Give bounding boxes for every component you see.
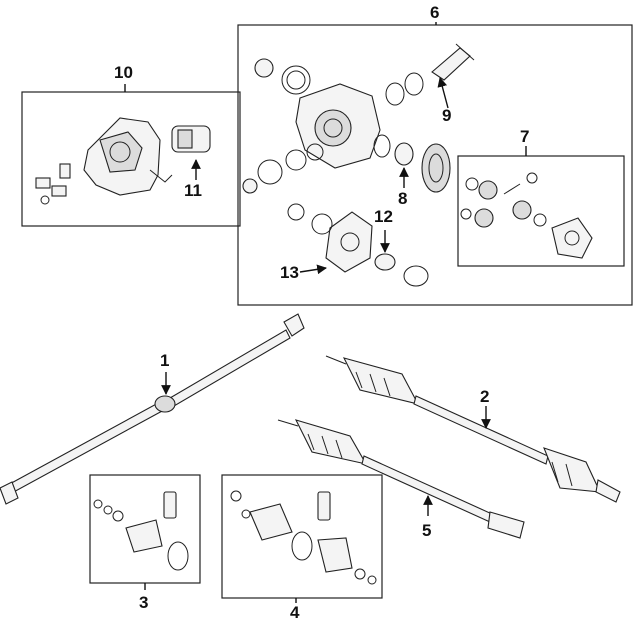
rear-differential-assembly — [83, 117, 173, 196]
carrier-housing — [295, 83, 381, 169]
ring-gear — [421, 143, 451, 193]
callout-11: 11 — [184, 181, 202, 200]
group-box-6 — [237, 24, 633, 306]
propeller-shaft — [0, 313, 305, 505]
callout-13: 13 — [280, 263, 299, 282]
carrier-bearing — [373, 134, 414, 188]
cv-joint-kit-4 — [230, 490, 377, 585]
callout-12: 12 — [374, 207, 393, 226]
callout-5: 5 — [422, 521, 431, 540]
callout-8: 8 — [398, 189, 407, 208]
group-box-4 — [221, 474, 383, 599]
side-cover — [287, 203, 373, 275]
seal-12 — [374, 230, 429, 287]
group-box-7 — [457, 155, 625, 267]
pinion-gear — [385, 43, 475, 109]
bearing-set-left — [242, 58, 324, 194]
axle-shaft-left — [277, 419, 525, 539]
differential-connectors — [35, 163, 71, 205]
callout-2: 2 — [480, 387, 489, 406]
group-box-10 — [21, 91, 241, 227]
callout-4: 4 — [290, 603, 300, 621]
callout-6: 6 — [430, 3, 439, 22]
callout-10: 10 — [114, 63, 133, 82]
callout-9: 9 — [442, 106, 451, 125]
callout-1: 1 — [160, 351, 169, 370]
callout-7: 7 — [520, 127, 529, 146]
actuator-motor — [171, 125, 211, 180]
differential-gear-set — [460, 172, 593, 259]
boot-kit-3 — [93, 491, 189, 571]
axle-shaft-right — [325, 355, 621, 503]
callout-3: 3 — [139, 593, 148, 612]
